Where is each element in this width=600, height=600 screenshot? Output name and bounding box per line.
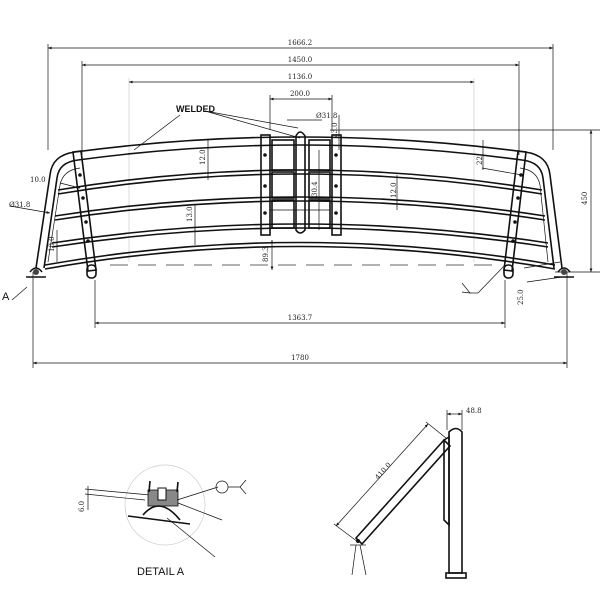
section-marker: A xyxy=(2,291,10,303)
dim-foot-offset: 25.0 xyxy=(517,289,525,305)
dim-tube-dia: Ø31.8 xyxy=(9,201,30,209)
dim-rail-gap-right: 12.0 xyxy=(390,182,398,198)
upright-post xyxy=(448,427,463,574)
dim-rail-span: 1450.0 xyxy=(288,56,313,64)
detail-dim: 6.0 xyxy=(78,501,86,512)
outer-frame-inner xyxy=(43,144,555,269)
dim-left-bottom: 10.0 xyxy=(48,236,56,252)
dim-top-offset: 23.0 xyxy=(331,122,339,138)
dim-arm-length: 410.0 xyxy=(374,461,393,481)
feet xyxy=(26,267,574,278)
left-post xyxy=(72,150,97,279)
rails xyxy=(44,169,556,270)
dim-center-tube-dia: Ø31.8 xyxy=(316,112,337,120)
dimension-lines xyxy=(9,46,593,365)
dim-overall-base: 1780 xyxy=(291,354,309,362)
outer-frame xyxy=(35,136,563,269)
support-arm xyxy=(354,438,452,546)
dim-overall-top: 1666.2 xyxy=(288,39,313,47)
side-view: 48.8 410.0 xyxy=(333,407,482,579)
center-bracket xyxy=(260,131,342,236)
dim-width: 48.8 xyxy=(466,407,482,415)
inner-frame xyxy=(47,167,549,263)
front-view: 1666.2 1450.0 1136.0 200.0 Ø31.8 23.0 WE… xyxy=(2,39,600,368)
dim-rail-gap-lower: 13.0 xyxy=(186,206,194,222)
dim-height: 450 xyxy=(581,192,589,205)
detail-title: DETAIL A xyxy=(137,566,185,578)
dim-center-plate: 200.0 xyxy=(290,90,310,98)
dim-inner-span: 1136.0 xyxy=(288,73,313,81)
dim-side-offset: 10.0 xyxy=(30,176,46,184)
welded-label: WELDED xyxy=(176,104,215,114)
dim-center-gap: 30.4 xyxy=(311,181,319,197)
extension-lines xyxy=(32,44,600,368)
dim-right-offset: 22 xyxy=(476,156,484,165)
detail-a: 6.0 DETAIL A xyxy=(78,464,247,578)
dim-rail-gap-left: 12.0 xyxy=(199,149,207,165)
dim-post-span: 1363.7 xyxy=(288,314,313,322)
dim-bottom-clearance: 89.3 xyxy=(262,246,270,262)
right-post xyxy=(503,150,527,279)
